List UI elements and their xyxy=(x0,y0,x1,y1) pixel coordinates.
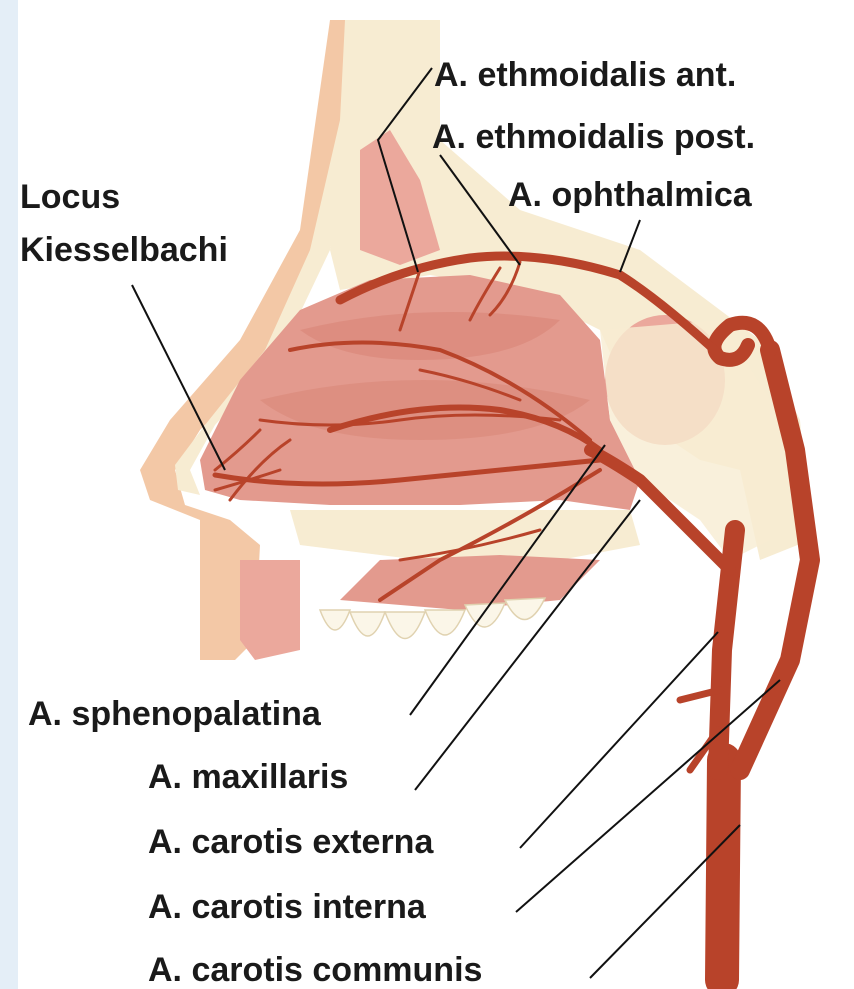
label-carotis-interna: A. carotis interna xyxy=(148,890,426,924)
label-ophthalmica: A. ophthalmica xyxy=(508,178,752,212)
label-ethmoidalis-ant: A. ethmoidalis ant. xyxy=(434,58,736,92)
label-carotis-communis: A. carotis communis xyxy=(148,953,482,987)
label-sphenopalatina: A. sphenopalatina xyxy=(28,697,321,731)
label-ethmoidalis-post: A. ethmoidalis post. xyxy=(432,120,755,154)
leader-carotis-externa xyxy=(520,632,718,848)
label-locus-line2: Kiesselbachi xyxy=(20,233,228,267)
label-maxillaris: A. maxillaris xyxy=(148,760,348,794)
upper-lip xyxy=(240,560,300,660)
carotis-communis-vessel xyxy=(722,760,724,980)
hard-palate xyxy=(290,510,640,560)
label-locus-line1: Locus xyxy=(20,180,120,214)
label-carotis-externa: A. carotis externa xyxy=(148,825,433,859)
